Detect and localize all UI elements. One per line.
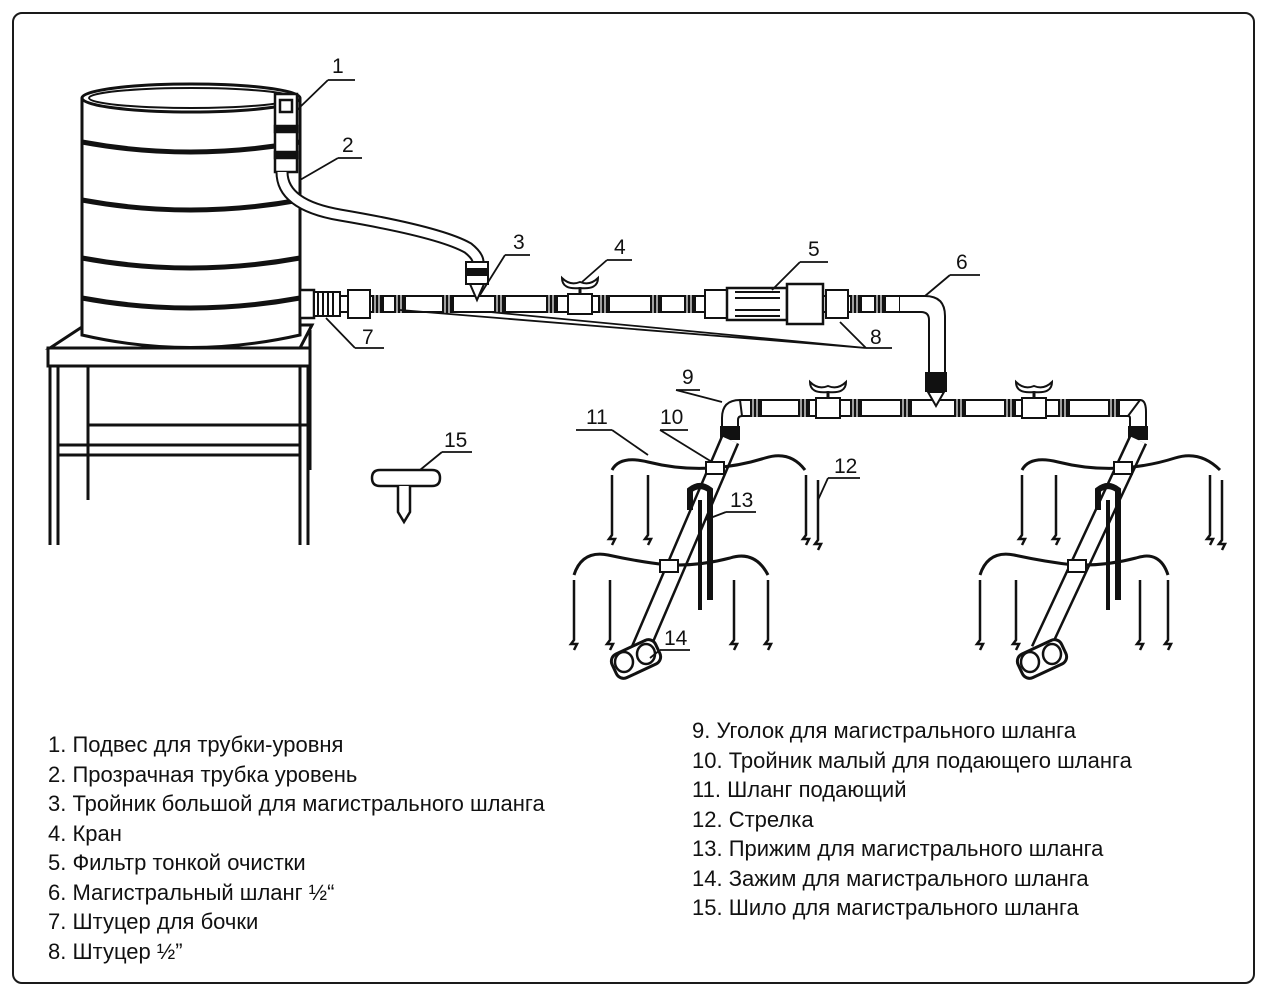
legend-item-6: 6. Магистральный шланг ½“ [48,879,335,905]
legend-item-13: 13. Прижим для магистрального шланга [692,836,1104,861]
distribution-line [720,372,1148,440]
callout-14: 14 [664,627,688,650]
legend-item-12: 12. Стрелка [692,806,814,832]
callout-5: 5 [808,238,820,261]
legend-item-4: 4. Кран [48,820,122,846]
legend-item-9: 9. Уголок для магистрального шланга [692,718,1076,743]
callout-4: 4 [614,236,626,259]
left-drip-block [569,436,823,680]
legend-item-1: 1. Подвес для трубки-уровня [48,732,344,757]
main-hose-line [298,261,946,376]
callout-2: 2 [342,134,354,157]
callout-7: 7 [362,326,374,349]
level-tube-holder [273,92,299,174]
right-drip-block [975,435,1227,680]
callout-3: 3 [513,231,525,254]
legend-item-10: 10. Тройник малый для подающего шланга [692,747,1132,773]
callout-15: 15 [444,429,467,452]
legend-left: 1. Подвес для трубки-уровня 2. Прозрачна… [48,730,545,966]
callout-9: 9 [682,366,694,389]
legend-item-5: 5. Фильтр тонкой очистки [48,850,306,875]
legend-item-3: 3. Тройник большой для магистрального шл… [48,791,545,816]
callout-10: 10 [660,406,683,429]
legend-item-8: 8. Штуцер ½” [48,938,183,964]
callout-8: 8 [870,326,882,349]
legend-item-11: 11. Шланг подающий [692,777,907,802]
legend-item-2: 2. Прозрачная трубка уровень [48,761,358,787]
callout-6: 6 [956,251,968,274]
barrel-stand [44,323,315,545]
legend-right: 9. Уголок для магистрального шланга 10. … [692,716,1132,923]
callout-leaders [296,79,980,659]
transparent-level-tube [275,171,485,263]
hose-awl [370,468,442,525]
callout-13: 13 [730,489,753,512]
callout-1: 1 [332,55,344,78]
legend-item-15: 15. Шило для магистрального шланга [692,895,1079,920]
callout-11: 11 [586,406,608,429]
callout-12: 12 [834,455,857,478]
water-barrel [80,82,302,349]
legend-item-7: 7. Штуцер для бочки [48,909,259,934]
legend-item-14: 14. Зажим для магистрального шланга [692,865,1089,891]
